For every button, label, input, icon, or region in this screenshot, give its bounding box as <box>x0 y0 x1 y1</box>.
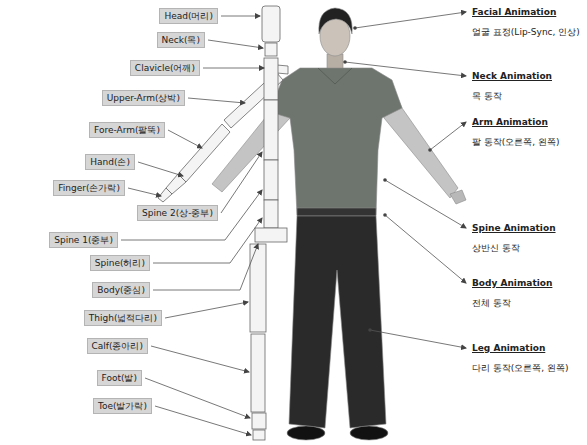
animation-note: 다리 동작(오른쪽, 왼쪽) <box>472 362 569 374</box>
bone-label: Spine 2(상-중부) <box>142 208 213 218</box>
bone-label: Clavicle(어깨) <box>135 63 195 73</box>
bone-label-box: Finger(손가락) <box>53 180 125 196</box>
bone-label: Toe(발가락) <box>98 401 147 411</box>
animation-note: 전체 동작 <box>472 297 511 309</box>
bone-label-box: Neck(목) <box>157 32 205 48</box>
bone-label: Head(머리) <box>164 11 213 21</box>
animation-pointers <box>345 12 466 348</box>
animation-note: 상반신 동작 <box>472 242 520 254</box>
pointer-dots <box>343 26 432 332</box>
bone-label: Hand(손) <box>90 157 130 167</box>
bone-label-box: Foot(발) <box>97 370 142 386</box>
bone-label: Finger(손가락) <box>58 183 120 193</box>
animation-note: 목 동작 <box>472 90 502 102</box>
leader-lines <box>121 16 264 435</box>
bone-label-box: Spine 1(중부) <box>49 232 118 248</box>
bone-label-box: Body(중심) <box>92 282 150 298</box>
bone-label-box: Spine 2(상-중부) <box>137 205 218 221</box>
bone-label: Body(중심) <box>97 285 145 295</box>
animation-heading: Facial Animation <box>472 6 556 18</box>
bone-label-box: Clavicle(어깨) <box>130 60 200 76</box>
bone-label-box: Thigh(넓적다리) <box>84 310 162 326</box>
bone-label: Spine 1(중부) <box>54 235 113 245</box>
bone-label-box: Fore-Arm(팔뚝) <box>89 122 165 138</box>
bone-label-box: Spine(허리) <box>90 255 150 271</box>
bone-label: Thigh(넓적다리) <box>89 313 157 323</box>
animation-heading: Leg Animation <box>472 342 545 354</box>
animation-note: 얼굴 표정(Lip-Sync, 인상) <box>472 26 580 38</box>
animation-heading: Body Animation <box>472 277 552 289</box>
bone-label-box: Calf(종아리) <box>87 338 149 354</box>
animation-heading: Neck Animation <box>472 70 552 82</box>
character-figure <box>212 8 466 440</box>
bone-label-box: Upper-Arm(상박) <box>102 90 185 106</box>
bone-label: Foot(발) <box>102 373 137 383</box>
animation-heading: Arm Animation <box>472 116 548 128</box>
bone-label: Neck(목) <box>162 35 200 45</box>
bone-label: Fore-Arm(팔뚝) <box>94 125 160 135</box>
animation-note: 팔 동작(오른쪽, 왼쪽) <box>472 136 560 148</box>
bone-label-box: Toe(발가락) <box>93 398 152 414</box>
bone-label-box: Head(머리) <box>159 8 218 24</box>
bone-label: Calf(종아리) <box>92 341 144 351</box>
bone-label: Spine(허리) <box>95 258 145 268</box>
animation-heading: Spine Animation <box>472 222 556 234</box>
bone-label: Upper-Arm(상박) <box>107 93 180 103</box>
bone-label-box: Hand(손) <box>85 154 135 170</box>
